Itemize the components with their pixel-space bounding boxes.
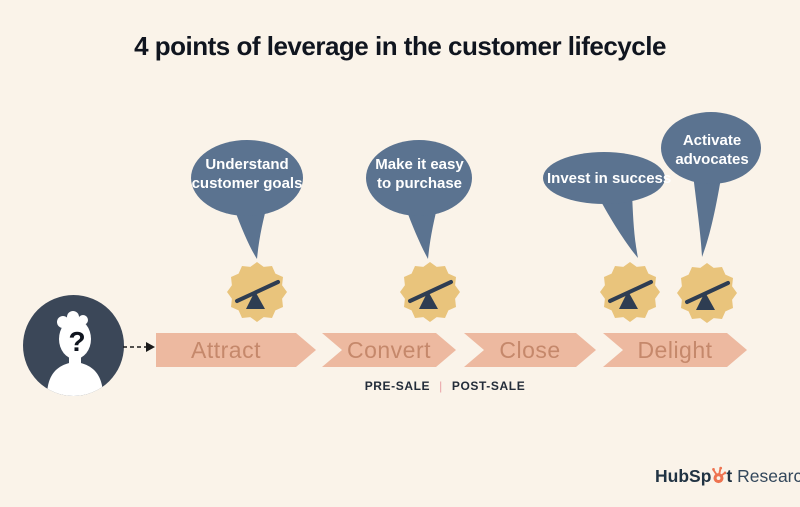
bubble-label-invest-in-success: Invest in success (547, 170, 672, 187)
hubspot-research-logo: HubSp t Research (655, 466, 800, 487)
hubspot-sprocket-icon (712, 466, 727, 484)
stage-convert: Convert (322, 333, 456, 367)
brand-product: Research (737, 466, 800, 486)
bubble-label-activate-advocates: Activate advocates (675, 132, 749, 168)
lever-badge-icon-4 (677, 263, 737, 323)
lever-badge-icon-3 (600, 262, 660, 322)
question-mark-glyph: ? (68, 326, 85, 357)
person-silhouette-icon: ? (47, 311, 103, 396)
stage-attract: Attract (156, 333, 316, 367)
dashed-arrow-icon (123, 342, 155, 352)
lever-badge-icon-2 (400, 262, 460, 322)
speech-bubble-2 (366, 140, 472, 259)
speech-bubble-3 (543, 152, 665, 258)
phase-separator: | (439, 379, 443, 393)
phase-labels: PRE-SALE | POST-SALE (340, 379, 550, 393)
lever-badge-icon-1 (227, 262, 287, 322)
brand-name-prefix: HubSp (655, 466, 712, 486)
post-sale-label: POST-SALE (451, 379, 526, 393)
bubble-label-understand-customer-goals: Understand customer goals (191, 156, 303, 192)
stage-delight: Delight (603, 333, 747, 367)
brand-name-suffix: t (726, 466, 733, 486)
customer-persona-icon: ? (23, 295, 124, 396)
stage-close: Close (464, 333, 596, 367)
page-title: 4 points of leverage in the customer lif… (134, 31, 666, 61)
bubble-label-make-it-easy-to-purchase: Make it easy to purchase (375, 156, 464, 192)
pre-sale-label: PRE-SALE (364, 379, 431, 393)
speech-bubble-1 (191, 140, 303, 259)
speech-bubble-4 (661, 112, 761, 257)
